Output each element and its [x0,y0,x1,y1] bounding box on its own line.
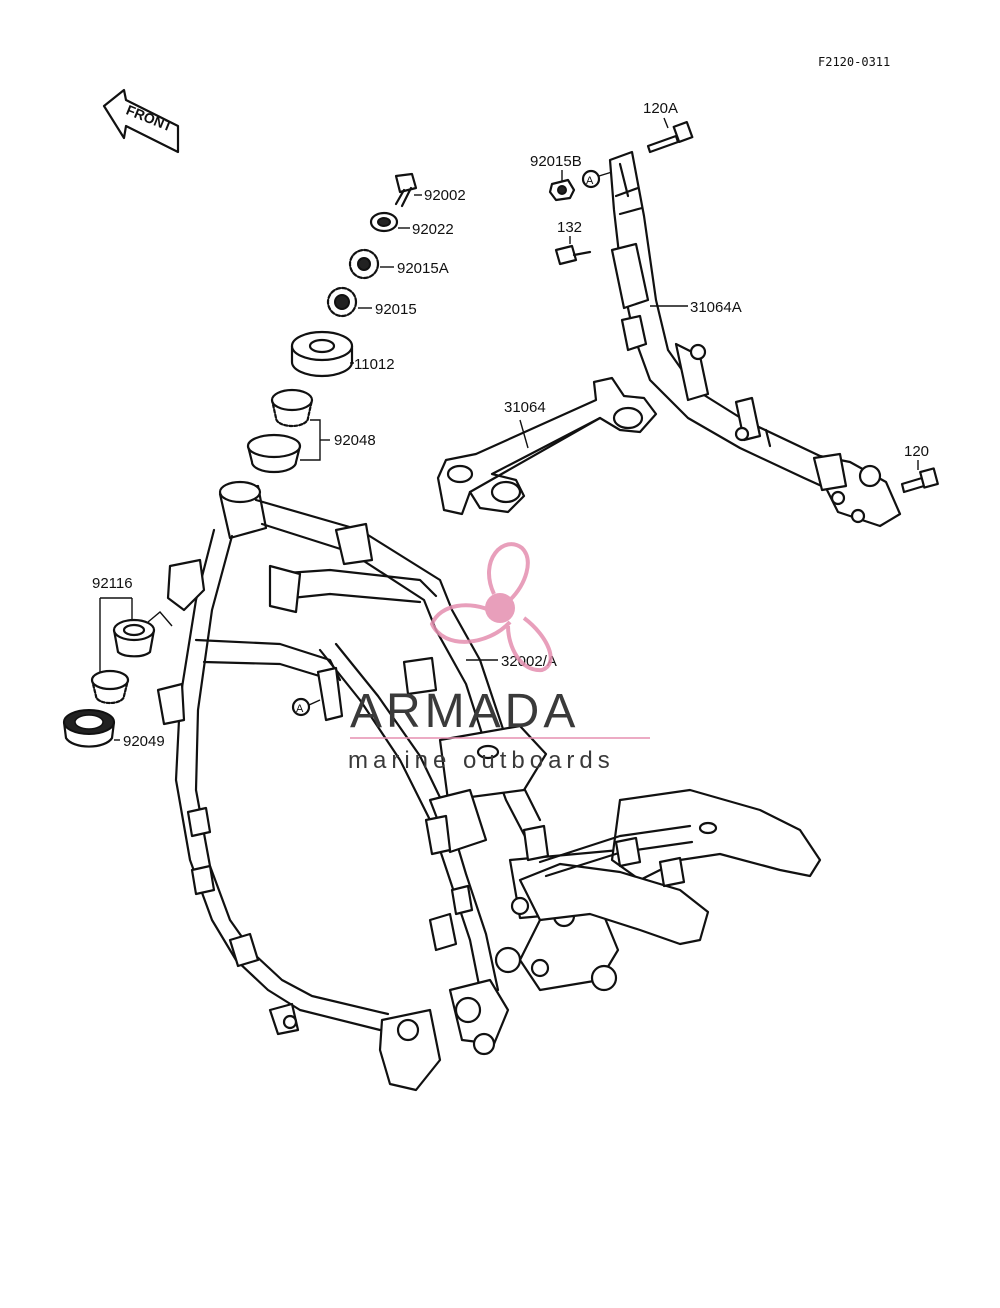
callout-31064: 31064 [504,399,546,416]
main-frame-32002A [156,480,822,1092]
bolt-120A-icon [646,120,694,154]
washer-92022-icon [369,211,399,233]
svg-text:A: A [586,175,594,187]
callout-92015B: 92015B [530,153,582,170]
down-tube-31064A [608,150,902,528]
callout-92116: 92116 [92,575,133,592]
svg-text:A: A [296,703,304,715]
bolt-120-icon [900,467,939,494]
front-arrow-icon: FRONT [102,88,180,154]
callout-120A: 120A [643,100,678,117]
callout-120: 120 [904,443,929,460]
callout-92049: 92049 [123,733,165,750]
cap-11012-icon [290,330,354,378]
callout-92015: 92015 [375,301,417,318]
callout-92015A: 92015A [397,260,449,277]
callout-132: 132 [557,219,582,236]
nut-92015B-icon [548,178,576,202]
watermark-subtitle: marine outboards [348,747,615,774]
watermark-title: ARMADA [350,685,579,738]
bolt-132-icon [554,244,592,266]
nut-92015A-icon [348,248,380,280]
armada-logo-icon [429,542,553,673]
cross-member-31064 [436,376,658,516]
callout-92002: 92002 [424,187,466,204]
seal-92049-icon [62,709,116,748]
callout-11012: 11012 [354,356,395,373]
callout-32002A: 32002/A [501,653,557,670]
nut-92015-icon [326,286,358,318]
bolt-92002-icon [394,172,418,208]
reference-mark-a-frame: A [291,697,311,717]
diagram-code: F2120-0311 [818,55,890,69]
race-92116-icon [112,618,156,658]
callout-31064A: 31064A [690,299,742,316]
bearing-92116-icon [90,669,130,705]
reference-mark-a-top: A [581,169,601,189]
bearing-92048-icon [246,388,314,474]
callout-92022: 92022 [412,221,454,238]
callout-92048: 92048 [334,432,376,449]
